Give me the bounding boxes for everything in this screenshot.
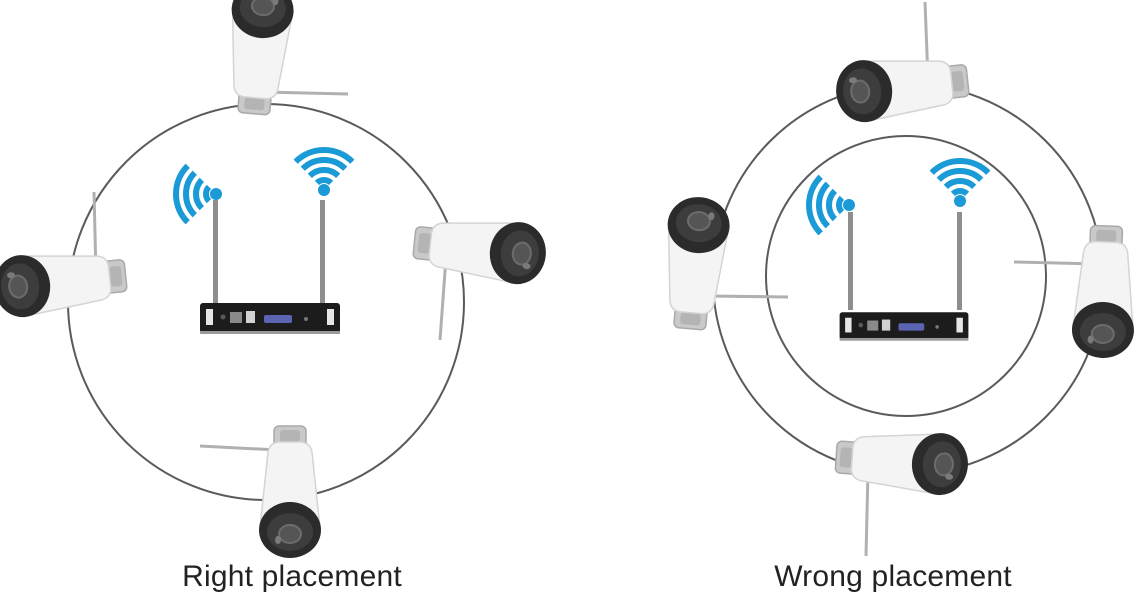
inner-range-circle: [765, 135, 1047, 417]
nvr-icon: [839, 212, 969, 341]
wifi-signal-icon: [159, 166, 222, 223]
caption-right-placement: Right placement: [182, 560, 402, 593]
wifi-signal-icon: [932, 144, 989, 207]
wifi-signal-icon: [792, 177, 855, 234]
nvr-icon: [200, 200, 340, 334]
camera-icon: [832, 1, 972, 126]
camera-icon: [410, 210, 550, 341]
camera-icon: [1013, 223, 1139, 361]
camera-icon: [221, 0, 349, 118]
camera-icon: [833, 424, 972, 557]
camera-icon: [657, 193, 789, 333]
camera-icon: [199, 425, 322, 559]
panel-right-placement: [0, 0, 550, 559]
wifi-signal-icon: [296, 133, 353, 196]
panel-wrong-placement: [657, 1, 1139, 557]
caption-wrong-placement: Wrong placement: [774, 560, 1012, 593]
range-circle: [67, 103, 465, 501]
camera-icon: [0, 191, 130, 321]
